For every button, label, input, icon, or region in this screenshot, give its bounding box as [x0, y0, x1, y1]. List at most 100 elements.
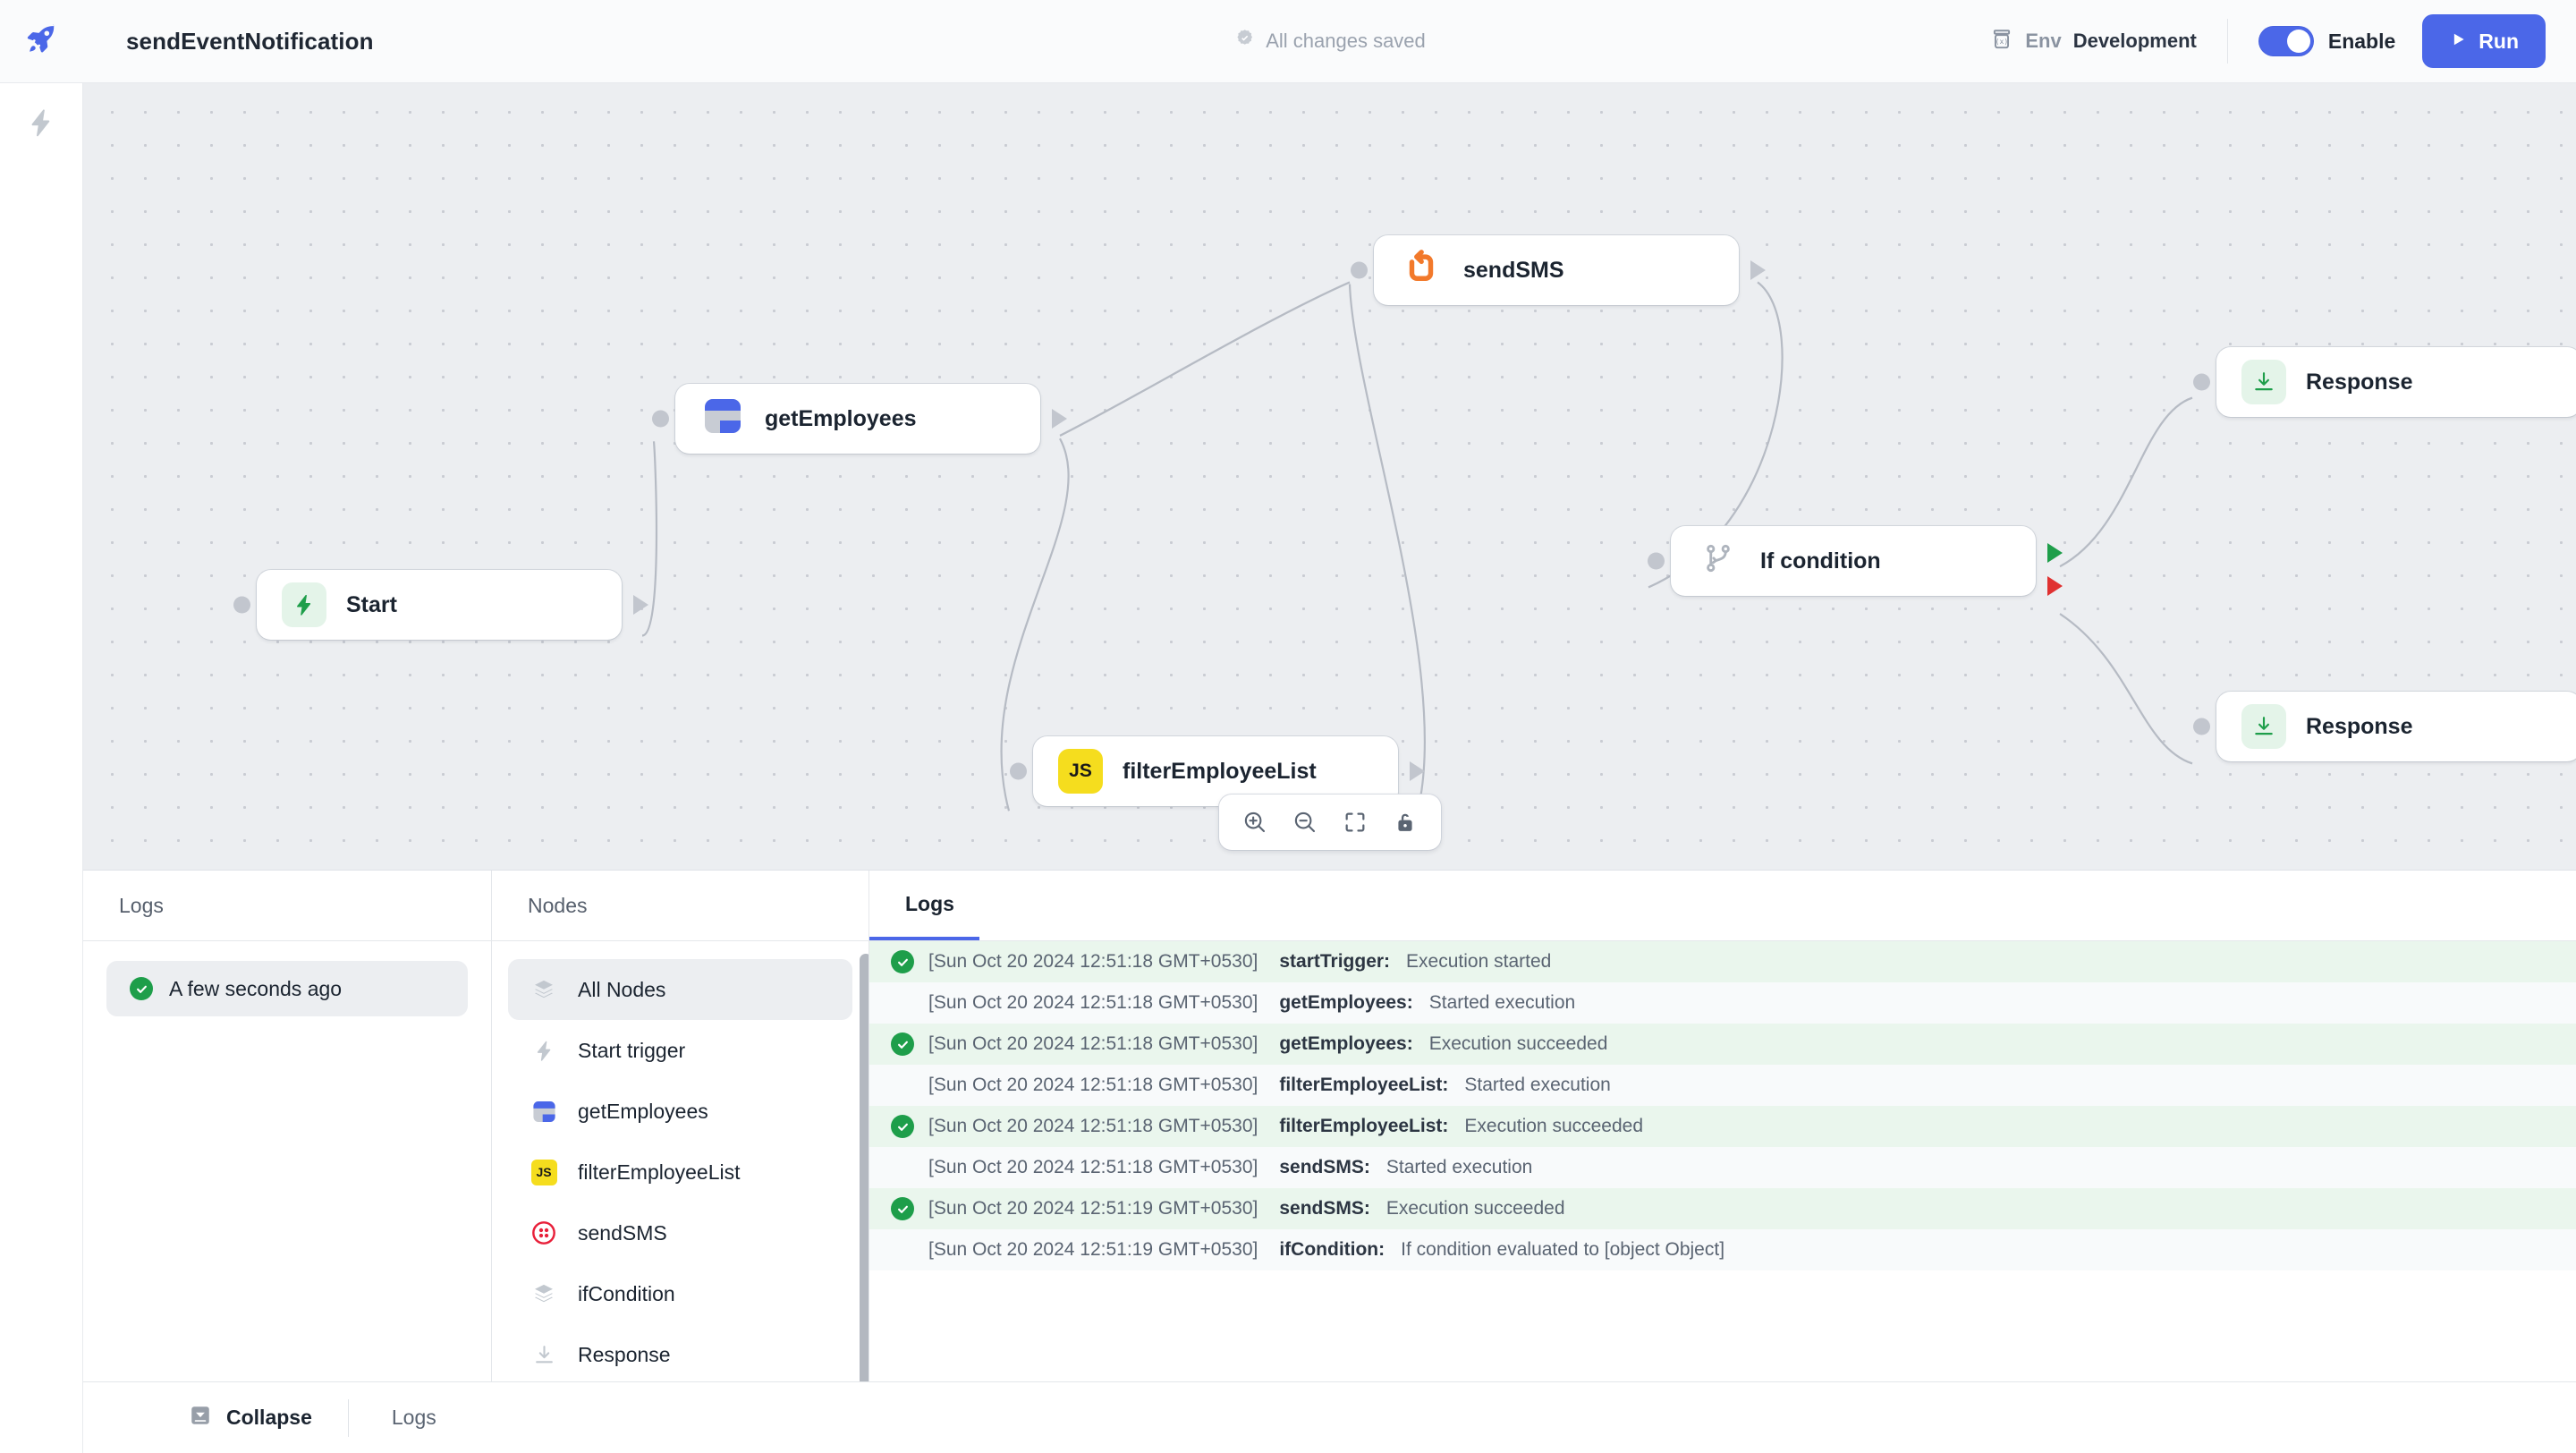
node-input-port[interactable]	[652, 411, 669, 428]
node-icon-getemployees	[700, 396, 745, 441]
log-row: [Sun Oct 20 2024 12:51:18 GMT+0530] filt…	[869, 1106, 2576, 1147]
success-check-icon	[891, 1032, 928, 1056]
node-input-port[interactable]	[233, 597, 250, 614]
log-message: Execution succeeded	[1386, 1198, 1565, 1219]
node-output-port[interactable]	[1750, 260, 1766, 280]
canvas-node-ifcondition[interactable]: If condition	[1671, 526, 2036, 596]
js-icon: JS	[1058, 749, 1103, 794]
node-filter-item-all-nodes[interactable]: All Nodes	[508, 959, 852, 1020]
layers-icon	[528, 1282, 560, 1305]
database-table-icon	[701, 395, 744, 444]
loop-arrow-icon	[1402, 249, 1440, 293]
node-filter-item-sendsms[interactable]: sendSMS	[508, 1202, 852, 1263]
log-row: [Sun Oct 20 2024 12:51:19 GMT+0530] ifCo…	[869, 1229, 2576, 1270]
env-label: Env	[2025, 30, 2061, 53]
log-message: Execution succeeded	[1429, 1033, 1608, 1055]
log-detail-panel: Logs [Sun Oct 20 2024 12:51:18 GMT+0530]…	[869, 871, 2576, 1381]
nodes-panel-scroll[interactable]: All Nodes Start trigger	[492, 941, 869, 1381]
node-filter-item-getemployees[interactable]: getEmployees	[508, 1081, 852, 1142]
log-timestamp: [Sun Oct 20 2024 12:51:18 GMT+0530]	[928, 992, 1258, 1014]
node-filter-item-label: filterEmployeeList	[578, 1160, 741, 1185]
log-rows-scroll[interactable]: [Sun Oct 20 2024 12:51:18 GMT+0530] star…	[869, 941, 2576, 1381]
app-logo[interactable]	[0, 0, 83, 83]
success-check-icon	[891, 1115, 928, 1138]
zoom-in-icon[interactable]	[1233, 801, 1276, 844]
run-button[interactable]: Run	[2422, 14, 2546, 68]
canvas-node-getemployees[interactable]: getEmployees	[675, 384, 1040, 454]
top-bar-actions: (x) Env Development Enable Run	[1990, 14, 2546, 68]
node-output-port[interactable]	[633, 595, 648, 615]
node-filter-item-start-trigger[interactable]: Start trigger	[508, 1020, 852, 1081]
main-column: sendEventNotification All changes saved	[83, 0, 2576, 1453]
play-icon	[2449, 30, 2467, 54]
enable-toggle[interactable]	[2258, 26, 2314, 56]
canvas-node-sendsms[interactable]: sendSMS	[1374, 235, 1739, 305]
node-filter-item-ifcondition[interactable]: ifCondition	[508, 1263, 852, 1324]
node-input-port[interactable]	[2193, 374, 2210, 391]
left-rail	[0, 0, 83, 1453]
canvas-node-response-true[interactable]: Response	[2216, 347, 2576, 417]
cloud-check-icon	[1233, 28, 1255, 55]
fit-view-icon[interactable]	[1334, 801, 1377, 844]
log-timestamp: [Sun Oct 20 2024 12:51:19 GMT+0530]	[928, 1239, 1258, 1261]
node-output-port[interactable]	[1410, 761, 1425, 781]
node-filter-item-response[interactable]: Response	[508, 1324, 852, 1381]
env-value: Development	[2073, 30, 2197, 53]
dock-body: Logs A few seconds ago Nodes	[83, 871, 2576, 1381]
node-icon-response	[2241, 704, 2286, 749]
node-filter-item-label: getEmployees	[578, 1100, 708, 1124]
node-input-port[interactable]	[1648, 553, 1665, 570]
tab-logs[interactable]: Logs	[869, 871, 979, 940]
log-message: Execution started	[1406, 951, 1551, 973]
node-output-port-false[interactable]	[2047, 576, 2063, 596]
log-timestamp: [Sun Oct 20 2024 12:51:18 GMT+0530]	[928, 1033, 1258, 1055]
node-input-port[interactable]	[2193, 718, 2210, 735]
log-node-name: getEmployees:	[1279, 1033, 1412, 1055]
rocket-icon	[24, 22, 58, 61]
response-arrow-icon	[2241, 704, 2286, 749]
lock-icon[interactable]	[1384, 801, 1427, 844]
canvas-node-response-false[interactable]: Response	[2216, 692, 2576, 761]
canvas-node-start[interactable]: Start	[257, 570, 622, 640]
node-filter-item-label: Response	[578, 1343, 671, 1367]
node-input-port[interactable]	[1010, 763, 1027, 780]
node-label: Response	[2306, 714, 2412, 740]
nodes-panel-scrollbar[interactable]	[860, 954, 869, 1381]
bottom-dock: Logs A few seconds ago Nodes	[83, 870, 2576, 1453]
log-timestamp: [Sun Oct 20 2024 12:51:18 GMT+0530]	[928, 1075, 1258, 1096]
zoom-out-icon[interactable]	[1284, 801, 1326, 844]
log-row: [Sun Oct 20 2024 12:51:18 GMT+0530] send…	[869, 1147, 2576, 1188]
log-detail-tabs: Logs	[869, 871, 2576, 941]
log-message: Started execution	[1429, 992, 1575, 1014]
node-output-port[interactable]	[1052, 409, 1067, 429]
lightning-bolt-icon	[528, 1040, 560, 1062]
log-message: Execution succeeded	[1464, 1116, 1643, 1137]
node-filter-item-filteremployeelist[interactable]: JS filterEmployeeList	[508, 1142, 852, 1202]
success-check-icon	[891, 950, 928, 973]
nodes-panel: Nodes All Nodes	[492, 871, 869, 1381]
top-bar: sendEventNotification All changes saved	[83, 0, 2576, 83]
node-icon-start	[282, 582, 326, 627]
runs-panel-scroll[interactable]: A few seconds ago	[83, 941, 491, 1381]
node-output-port-true[interactable]	[2047, 543, 2063, 563]
log-node-name: sendSMS:	[1279, 1157, 1370, 1178]
workflow-canvas[interactable]: Start getEmployees	[83, 83, 2576, 870]
enable-label: Enable	[2328, 30, 2395, 54]
collapse-label: Collapse	[226, 1406, 312, 1430]
log-message: If condition evaluated to [object Object…	[1401, 1239, 1724, 1261]
node-input-port[interactable]	[1351, 262, 1368, 279]
success-check-icon	[891, 1197, 928, 1220]
workflow-title: sendEventNotification	[126, 28, 374, 55]
node-label: If condition	[1760, 548, 1881, 574]
log-node-name: getEmployees:	[1279, 992, 1412, 1014]
log-node-name: filterEmployeeList:	[1279, 1075, 1448, 1096]
sidebar-item-triggers[interactable]	[0, 83, 83, 166]
collapse-button[interactable]: Collapse	[189, 1404, 348, 1432]
footer-logs-link[interactable]: Logs	[349, 1406, 436, 1430]
svg-text:(x): (x)	[1996, 36, 2009, 45]
enable-toggle-group[interactable]: Enable	[2228, 26, 2422, 56]
log-timestamp: [Sun Oct 20 2024 12:51:18 GMT+0530]	[928, 1116, 1258, 1137]
response-arrow-icon	[528, 1344, 560, 1366]
env-selector[interactable]: (x) Env Development	[1990, 28, 2227, 55]
run-list-item[interactable]: A few seconds ago	[106, 961, 468, 1016]
